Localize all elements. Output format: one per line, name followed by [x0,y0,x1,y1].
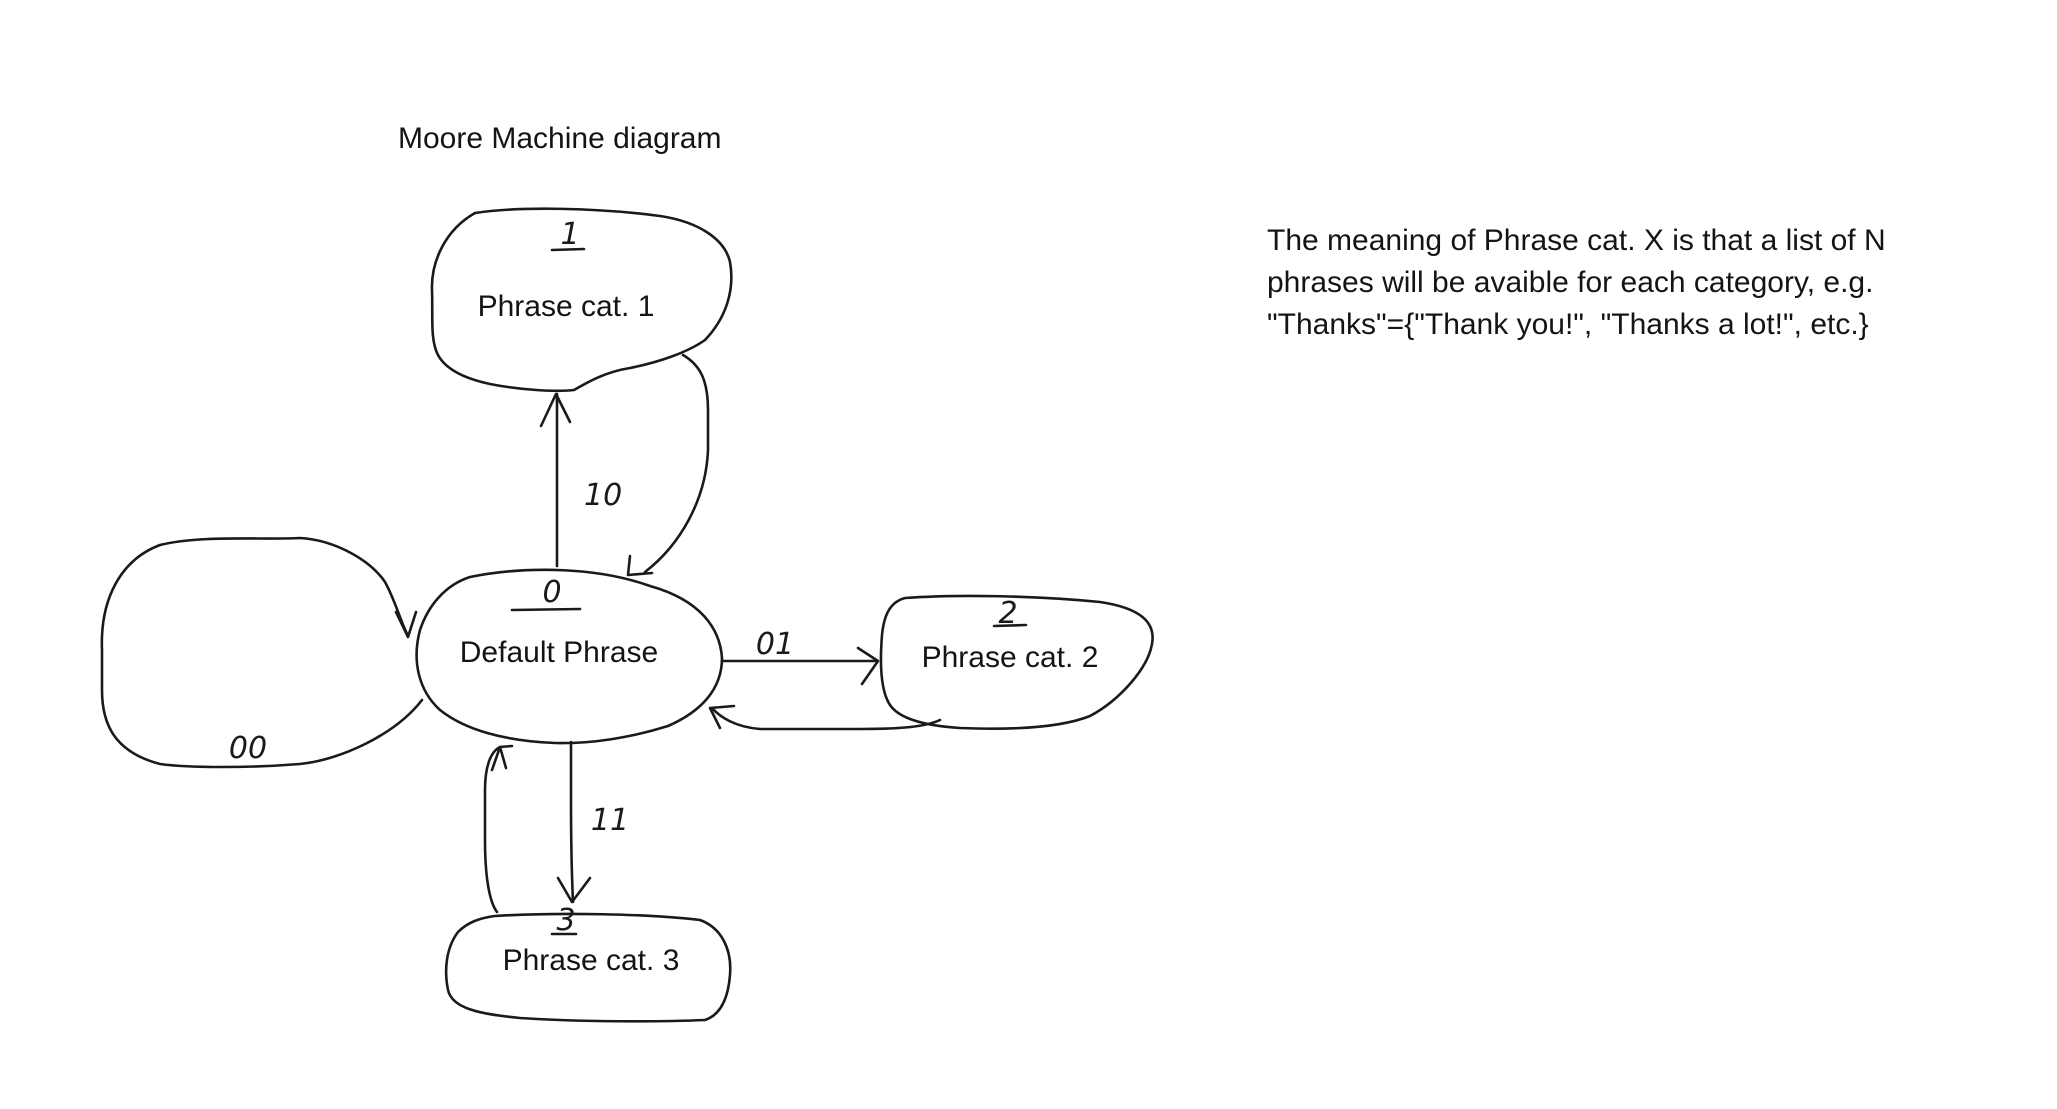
transition-10: 10 [539,392,622,568]
transition-cat1-return-arrowhead [626,554,654,577]
diagram-title: Moore Machine diagram [398,122,721,155]
note-line-1: The meaning of Phrase cat. X is that a l… [1267,224,1886,257]
state-phrase-cat-2-label: Phrase cat. 2 [922,641,1099,674]
transition-00-label: 00 [229,731,267,766]
transition-cat3-return-line [483,744,514,914]
state-default-phrase-output: 0 [542,575,561,610]
transition-10-arrowhead [539,392,572,428]
transition-cat1-return-line [643,353,710,574]
state-default-phrase-shape [415,568,724,745]
transition-cat2-return-line [710,706,942,731]
state-phrase-cat-3: 3 Phrase cat. 3 [444,903,732,1023]
transition-00-loop [100,536,424,769]
state-phrase-cat-1-output-underline [550,247,586,252]
state-phrase-cat-2-output: 2 [998,596,1017,631]
state-phrase-cat-2-shape [879,594,1154,730]
state-phrase-cat-1-output: 1 [560,217,579,252]
transition-cat3-return [483,744,514,914]
state-phrase-cat-3-output: 3 [556,903,575,938]
transition-cat1-return [626,353,710,577]
state-phrase-cat-1-label: Phrase cat. 1 [478,290,655,323]
transition-01-label: 01 [756,627,794,662]
transition-10-label: 10 [584,478,622,513]
transition-11: 11 [556,740,629,904]
state-phrase-cat-1-shape [430,207,733,393]
transition-00: 00 [100,536,424,769]
note-line-2: phrases will be avaible for each categor… [1267,266,1874,299]
transition-cat2-return [708,704,942,731]
state-phrase-cat-1: 1 Phrase cat. 1 [430,207,733,393]
transition-00-arrowhead [394,610,418,639]
transition-01: 01 [720,627,880,686]
state-phrase-cat-2-output-underline [992,623,1028,628]
state-phrase-cat-3-label: Phrase cat. 3 [503,944,680,977]
state-phrase-cat-2: 2 Phrase cat. 2 [879,594,1154,730]
state-default-phrase-output-underline [510,607,582,612]
transition-cat2-return-arrowhead [708,704,736,730]
category-explanation-note: The meaning of Phrase cat. X is that a l… [1267,220,1967,346]
state-default-phrase: 0 Default Phrase [415,568,724,745]
transition-11-arrowhead [556,876,592,904]
note-line-3: "Thanks"={"Thank you!", "Thanks a lot!",… [1267,308,1869,341]
state-phrase-cat-3-shape [444,912,732,1023]
transition-11-label: 11 [591,803,629,838]
state-default-phrase-label: Default Phrase [460,636,658,669]
transition-cat3-return-arrowhead [490,745,508,772]
transition-01-arrowhead [856,646,880,686]
transition-11-line [569,740,575,904]
